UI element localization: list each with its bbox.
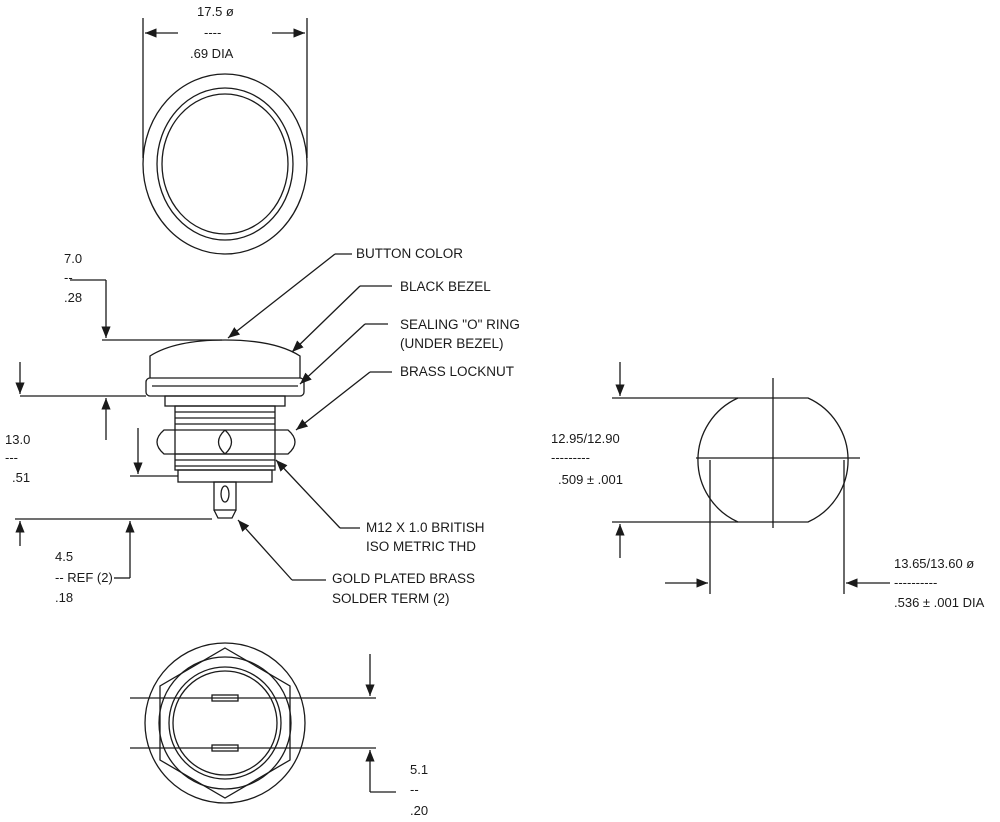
cutout-flat-sep: --------- xyxy=(551,450,590,465)
callout-sealing-ring-2: (UNDER BEZEL) xyxy=(400,336,504,351)
cutout-flat-mm: 12.95/12.90 xyxy=(551,431,620,446)
bottom-spacing-sep: -- xyxy=(410,782,419,797)
callout-sealing-ring-1: SEALING "O" RING xyxy=(400,317,520,332)
callout-brass-locknut: BRASS LOCKNUT xyxy=(400,364,514,379)
top-view-button xyxy=(161,93,289,235)
top-view-dia-in: .69 DIA xyxy=(190,46,234,61)
brass-locknut xyxy=(156,429,296,455)
bottom-body xyxy=(168,666,282,780)
callout-button-color: BUTTON COLOR xyxy=(356,246,463,261)
cap-height-in: .28 xyxy=(64,290,82,305)
bottom-hex-inner xyxy=(158,656,292,790)
cutout-outline xyxy=(697,397,849,523)
bottom-hex-nut xyxy=(159,647,291,799)
bottom-body-inner xyxy=(172,670,278,776)
button-dome xyxy=(149,339,301,378)
cutout-dia-in: .536 ± .001 DIA xyxy=(894,595,985,610)
thread-len-in: .51 xyxy=(12,470,30,485)
side-view xyxy=(15,253,392,581)
callout-thread-1: M12 X 1.0 BRITISH xyxy=(366,520,485,535)
top-view-bezel-inner xyxy=(156,87,294,241)
term-len-ref: -- REF (2) xyxy=(55,570,113,585)
callout-black-bezel: BLACK BEZEL xyxy=(400,279,491,294)
top-view-dia-sep: ---- xyxy=(204,25,221,40)
cutout-dia-sep: ---------- xyxy=(894,575,937,590)
callout-solder-2: SOLDER TERM (2) xyxy=(332,591,450,606)
thread-len-mm: 13.0 xyxy=(5,432,30,447)
top-view xyxy=(142,18,308,255)
cutout-dia-mm: 13.65/13.60 ø xyxy=(894,556,974,571)
term-len-mm: 4.5 xyxy=(55,549,73,564)
top-view-outer-bezel xyxy=(142,73,308,255)
bottom-spacing-mm: 5.1 xyxy=(410,762,428,777)
thread-len-sep: --- xyxy=(5,450,18,465)
callout-thread-2: ISO METRIC THD xyxy=(366,539,476,554)
bezel xyxy=(145,377,305,397)
bottom-spacing-in: .20 xyxy=(410,803,428,818)
cap-height-sep: -- xyxy=(64,270,73,285)
term-len-in: .18 xyxy=(55,590,73,605)
bottom-outer-circle xyxy=(144,642,306,804)
callout-solder-1: GOLD PLATED BRASS xyxy=(332,571,475,586)
terminal-hole xyxy=(220,485,230,503)
bottom-view xyxy=(130,642,396,804)
lower-body xyxy=(177,469,273,483)
top-view-dia-mm: 17.5 ø xyxy=(197,4,234,19)
panel-cutout xyxy=(612,362,890,594)
solder-terminal xyxy=(213,481,237,511)
cap-height-mm: 7.0 xyxy=(64,251,82,266)
cutout-flat-in: .509 ± .001 xyxy=(558,472,623,487)
o-ring xyxy=(164,395,286,407)
